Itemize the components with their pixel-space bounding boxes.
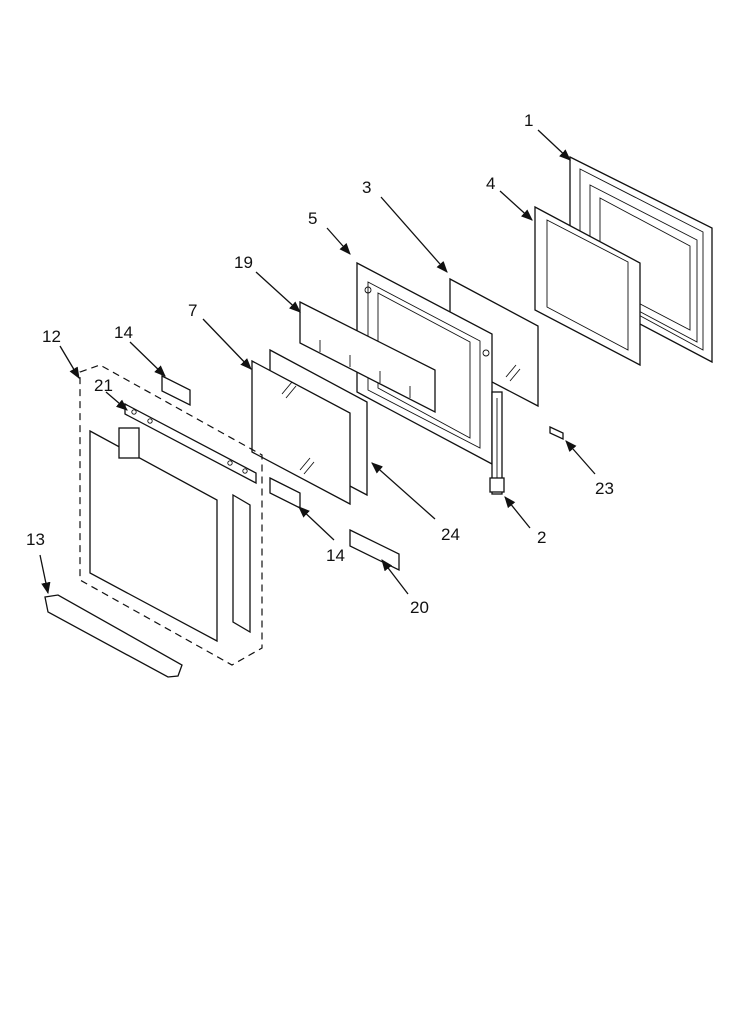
part-2-hinge[interactable] xyxy=(489,391,505,495)
part-12-door-assembly[interactable] xyxy=(79,364,263,666)
callout-20: 20 xyxy=(410,598,429,617)
callout-21: 21 xyxy=(94,376,113,395)
part-7-glass-pane[interactable] xyxy=(251,359,351,506)
callout-1: 1 xyxy=(524,111,533,130)
callout-12: 12 xyxy=(42,327,61,346)
callout-labels: 1 2 3 4 5 7 12 13 14 14 19 20 21 23 24 xyxy=(26,111,614,617)
callout-4: 4 xyxy=(486,174,495,193)
part-20-trim[interactable] xyxy=(349,528,400,572)
part-19-baffle[interactable] xyxy=(299,300,436,414)
part-23-clip[interactable] xyxy=(549,425,564,441)
part-4-inner-frame[interactable] xyxy=(534,205,641,367)
callout-23: 23 xyxy=(595,479,614,498)
callout-19: 19 xyxy=(234,253,253,272)
callout-2: 2 xyxy=(537,528,546,547)
part-13-handle[interactable] xyxy=(44,594,183,678)
callout-14-upper: 14 xyxy=(114,323,133,342)
callout-3: 3 xyxy=(362,178,371,197)
part-14-bracket-lower[interactable] xyxy=(269,476,301,510)
callout-7: 7 xyxy=(188,301,197,320)
callout-24: 24 xyxy=(441,525,460,544)
callout-13: 13 xyxy=(26,530,45,549)
leader-lines xyxy=(39,129,596,595)
part-14-bracket-upper[interactable] xyxy=(161,374,191,407)
callout-5: 5 xyxy=(308,209,317,228)
callout-14-lower: 14 xyxy=(326,546,345,565)
